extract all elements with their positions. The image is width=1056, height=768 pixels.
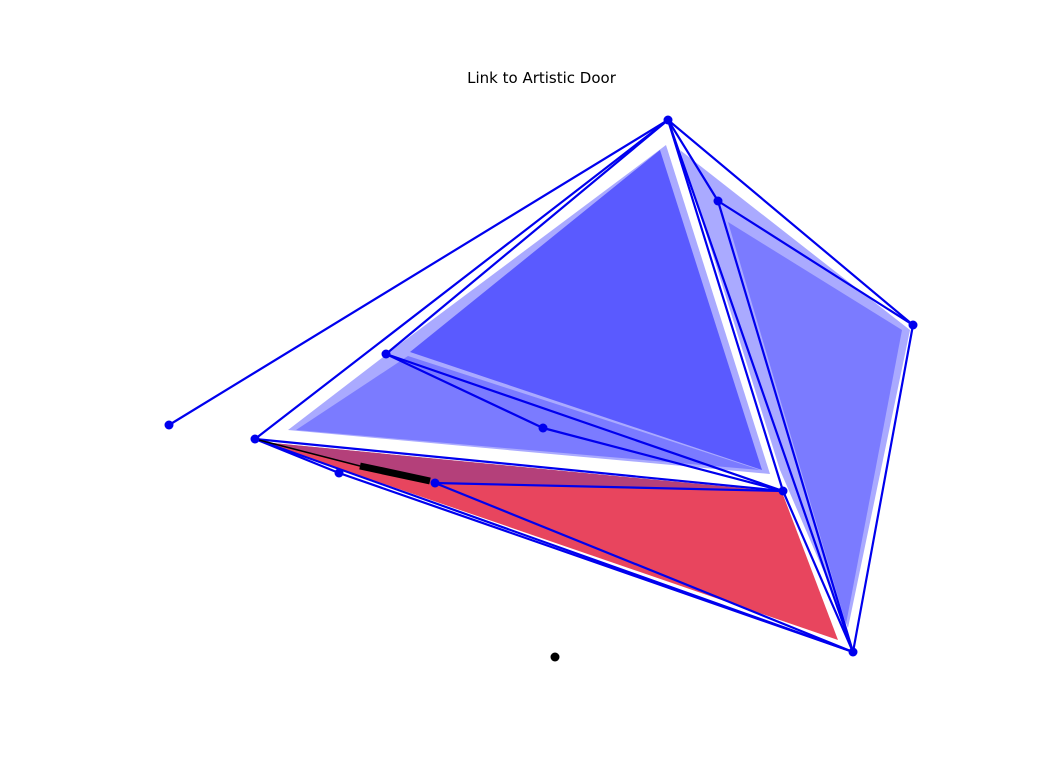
vertex bbox=[778, 486, 788, 496]
vertex bbox=[381, 349, 391, 359]
thin-link-line bbox=[254, 438, 361, 467]
face-upper-main bbox=[410, 150, 762, 470]
vertices bbox=[164, 115, 918, 657]
face-left-wing bbox=[296, 356, 760, 470]
edge bbox=[666, 118, 785, 493]
vertex bbox=[430, 478, 440, 488]
edge bbox=[781, 489, 855, 654]
edge bbox=[253, 437, 341, 475]
face-purple-wedge bbox=[262, 442, 782, 492]
center-marker bbox=[550, 652, 560, 662]
vertex bbox=[538, 423, 548, 433]
vertex bbox=[663, 115, 673, 125]
thick-link-segment bbox=[359, 462, 431, 485]
edge bbox=[384, 352, 545, 430]
vertex bbox=[713, 196, 723, 206]
edge bbox=[384, 118, 670, 356]
edges bbox=[167, 118, 915, 654]
edge bbox=[337, 471, 855, 654]
edge bbox=[666, 118, 720, 203]
edge bbox=[716, 199, 855, 654]
edge bbox=[851, 323, 915, 654]
face-red-wedge bbox=[262, 442, 838, 640]
edge bbox=[433, 481, 785, 493]
edge bbox=[253, 437, 785, 493]
vertex bbox=[848, 647, 858, 657]
edge bbox=[541, 426, 785, 493]
vertex bbox=[250, 434, 260, 444]
vertex bbox=[908, 320, 918, 330]
diagram-title: Link to Artistic Door bbox=[467, 69, 616, 87]
highlighted-link bbox=[254, 438, 431, 485]
vertex bbox=[334, 468, 344, 478]
face-right-wing bbox=[728, 222, 902, 624]
edge bbox=[666, 118, 915, 327]
edge bbox=[433, 481, 855, 654]
edge bbox=[384, 352, 785, 493]
filled-faces bbox=[262, 145, 910, 640]
edge bbox=[167, 118, 670, 427]
edge bbox=[253, 118, 670, 441]
vertex bbox=[164, 420, 174, 430]
edge bbox=[666, 118, 855, 654]
edge bbox=[716, 199, 915, 327]
